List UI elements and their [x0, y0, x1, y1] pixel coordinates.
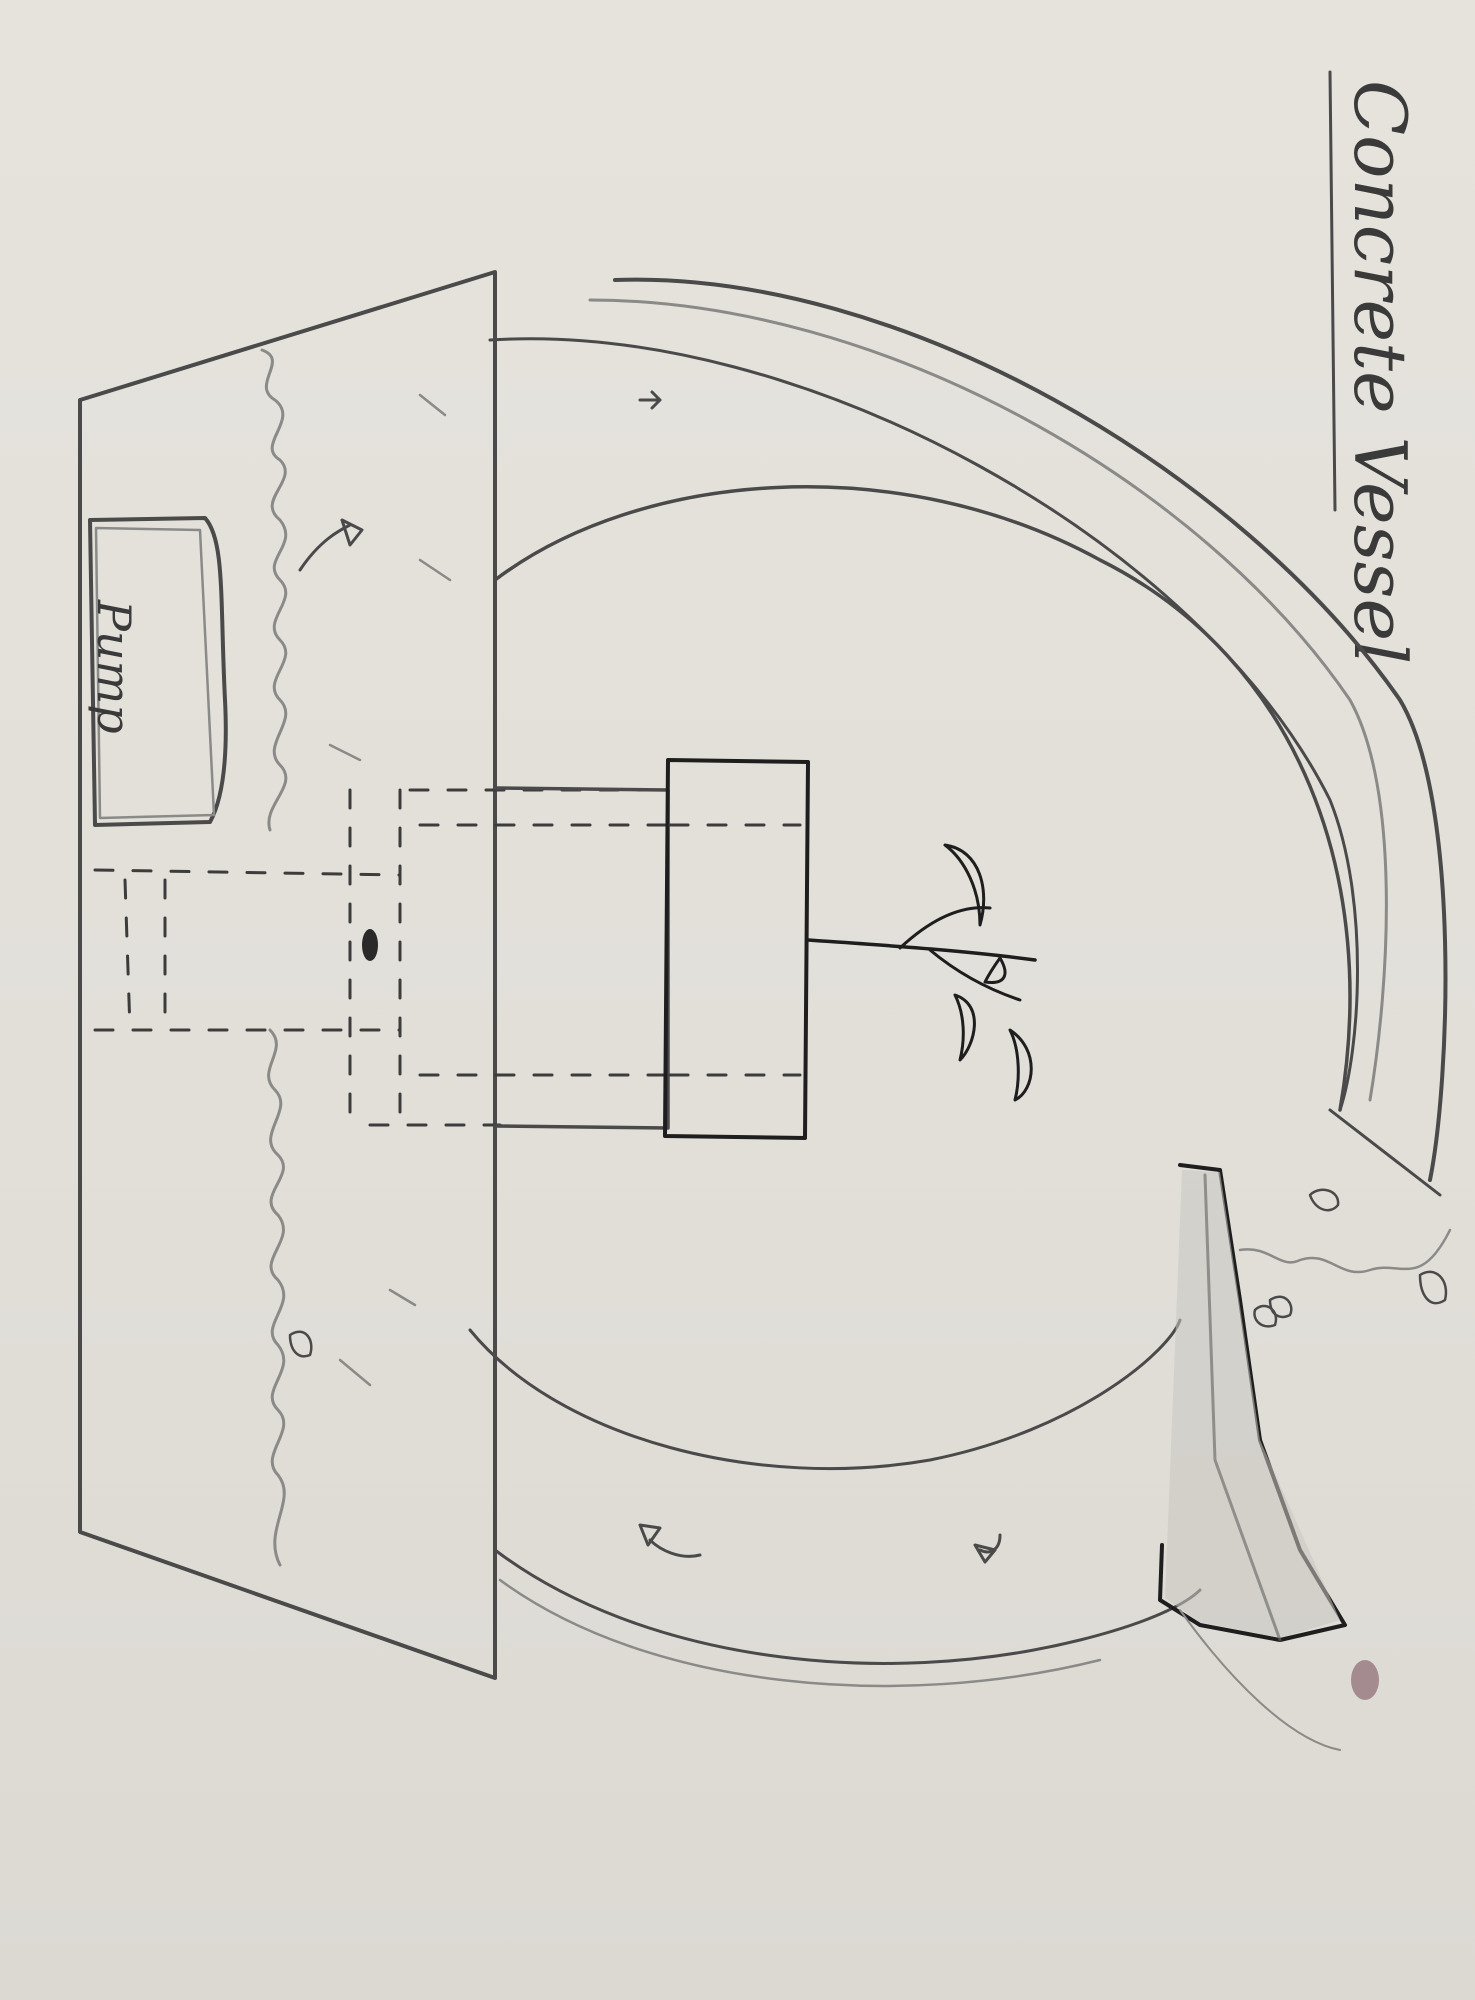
spout-shading [1165, 1170, 1340, 1638]
droplets [290, 1190, 1446, 1357]
plant-branch-upper [900, 908, 990, 948]
vessel-ring-outer-bottom-faint [500, 1580, 1100, 1686]
droplet-5 [290, 1332, 311, 1357]
vessel-ring-inner-bottom [470, 1320, 1180, 1469]
leaf-3 [955, 995, 974, 1060]
water-reservoir [80, 272, 495, 1678]
title-label: Concrete Vessel [1338, 80, 1422, 664]
droplet-3 [1254, 1306, 1276, 1326]
arrow-curve-2 [300, 525, 350, 570]
pipe-outlet-dot [362, 929, 378, 961]
pour-spout [1160, 1165, 1450, 1750]
arrow-icon-2 [342, 520, 362, 545]
pump-label: Pump [87, 599, 141, 734]
leaf-4 [1010, 1030, 1031, 1100]
leaf-2 [985, 958, 1005, 983]
vessel-ring-outer-bottom [495, 1550, 1200, 1663]
spout-splash-line [1240, 1230, 1450, 1272]
vessel-gap-edge [1330, 1110, 1440, 1195]
arrow-icon-1 [640, 392, 660, 408]
droplet-1 [1310, 1190, 1338, 1210]
vessel-outer-edge-top [615, 280, 1445, 1180]
smudge-mark [1351, 1660, 1379, 1700]
planter-pot [665, 760, 808, 1138]
vessel-ring-inner-top [495, 487, 1350, 1110]
title-underline [1330, 72, 1335, 510]
pot-outline [665, 760, 808, 1138]
arrow-curve-3 [650, 1540, 700, 1556]
pipe-dash-1 [95, 870, 400, 875]
droplet-2 [1270, 1297, 1291, 1317]
pipe-dash-3 [125, 880, 130, 1030]
concrete-vessel [470, 280, 1445, 1686]
flow-arrows [300, 392, 1000, 1562]
plant [808, 845, 1035, 1100]
water-surface-lower [269, 1030, 285, 1565]
droplet-4 [1420, 1272, 1446, 1303]
vessel-ring-outer [490, 339, 1358, 1110]
title-label-group: Concrete Vessel [1330, 72, 1422, 664]
pipe [95, 790, 665, 1130]
water-surface-upper [262, 350, 286, 830]
reservoir-outline [80, 272, 495, 1678]
pump: Pump [87, 518, 226, 825]
pedestal [495, 788, 668, 1128]
arrow-icon-3 [640, 1525, 660, 1545]
pedestal-column [495, 788, 668, 1128]
arrow-icon-4 [975, 1545, 995, 1562]
